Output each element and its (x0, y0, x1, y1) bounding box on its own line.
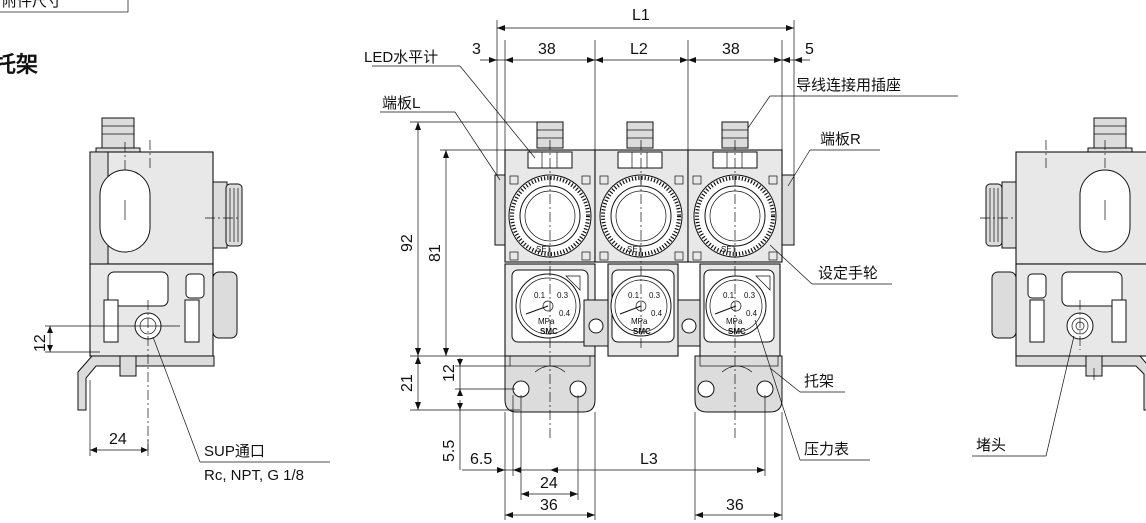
dim-36-right: 36 (726, 497, 744, 514)
section-title: 托架 (0, 52, 38, 77)
dim-24: 24 (540, 475, 558, 492)
gauge-3-tick-03: 0.3 (744, 291, 756, 300)
gauge-3-tick-01: 0.1 (723, 291, 735, 300)
dim-5: 5 (805, 41, 814, 58)
label-lead-socket: 导线连接用插座 (796, 77, 901, 94)
dim-38-left: 38 (538, 41, 556, 58)
gauge-2-tick-04: 0.4 (651, 309, 663, 318)
label-plug: 堵头 (976, 437, 1006, 454)
dim-38-right: 38 (722, 41, 740, 58)
gauge-3-tick-04: 0.4 (746, 309, 758, 318)
label-set-knob: 设定手轮 (818, 265, 878, 282)
dim-21: 21 (399, 374, 416, 392)
side-dim-24: 24 (109, 431, 127, 448)
gauge-2-tick-01: 0.1 (628, 291, 640, 300)
label-sup-port: SUP通口 (204, 443, 265, 460)
knob-mark-1: SET (536, 245, 552, 254)
end-plate-left (494, 174, 506, 246)
dim-L1: L1 (632, 7, 650, 24)
knob-mark-2: SET (627, 245, 643, 254)
gauge-1-tick-03: 0.3 (557, 291, 569, 300)
dim-3: 3 (472, 41, 481, 58)
front-view: SET 0.1 0.3 0.4 MPa SMC (364, 7, 958, 520)
dim-81: 81 (427, 244, 444, 262)
label-led-level: LED水平计 (364, 49, 438, 66)
header-boxed-text: 附件尺寸 (2, 0, 62, 10)
knob-mark-3: SET (721, 245, 737, 254)
gauge-1-brand: SMC (540, 327, 558, 336)
label-sup-port-thread: Rc, NPT, G 1/8 (204, 467, 304, 484)
dim-92: 92 (399, 234, 416, 252)
label-pressure-gauge: 压力表 (804, 441, 849, 458)
led-level-2 (617, 151, 663, 169)
dim-6-5: 6.5 (470, 451, 492, 468)
label-bracket: 托架 (804, 373, 834, 390)
gauge-3-unit: MPa (726, 317, 743, 326)
label-end-plate-r: 端板R (820, 130, 861, 148)
dim-12: 12 (441, 364, 458, 382)
header: 附件尺寸 托架 (0, 0, 129, 77)
dim-36-left: 36 (540, 497, 558, 514)
right-side-view: 堵头 (972, 117, 1146, 457)
gauge-3-brand: SMC (728, 327, 746, 336)
gauge-2-tick-03: 0.3 (649, 291, 661, 300)
gauge-1-unit: MPa (538, 317, 555, 326)
side-dim-12: 12 (32, 334, 49, 352)
gauge-2-brand: SMC (633, 327, 651, 336)
gauge-1-tick-04: 0.4 (559, 309, 571, 318)
dim-L3: L3 (640, 451, 658, 468)
dim-5-5: 5.5 (441, 440, 458, 462)
header-box (0, 0, 129, 13)
gauge-1-tick-01: 0.1 (534, 291, 546, 300)
gauge-2-unit: MPa (631, 317, 648, 326)
bracket-side (77, 355, 215, 411)
dim-L2: L2 (630, 41, 648, 58)
bracket-side-right (1015, 355, 1146, 411)
module-2: SET 0.1 0.3 0.4 MPa SMC (583, 121, 701, 357)
label-end-plate-l: 端板L (382, 94, 420, 112)
left-side-view: 12 24 SUP通口 Rc, NPT, G 1/8 (32, 117, 330, 484)
